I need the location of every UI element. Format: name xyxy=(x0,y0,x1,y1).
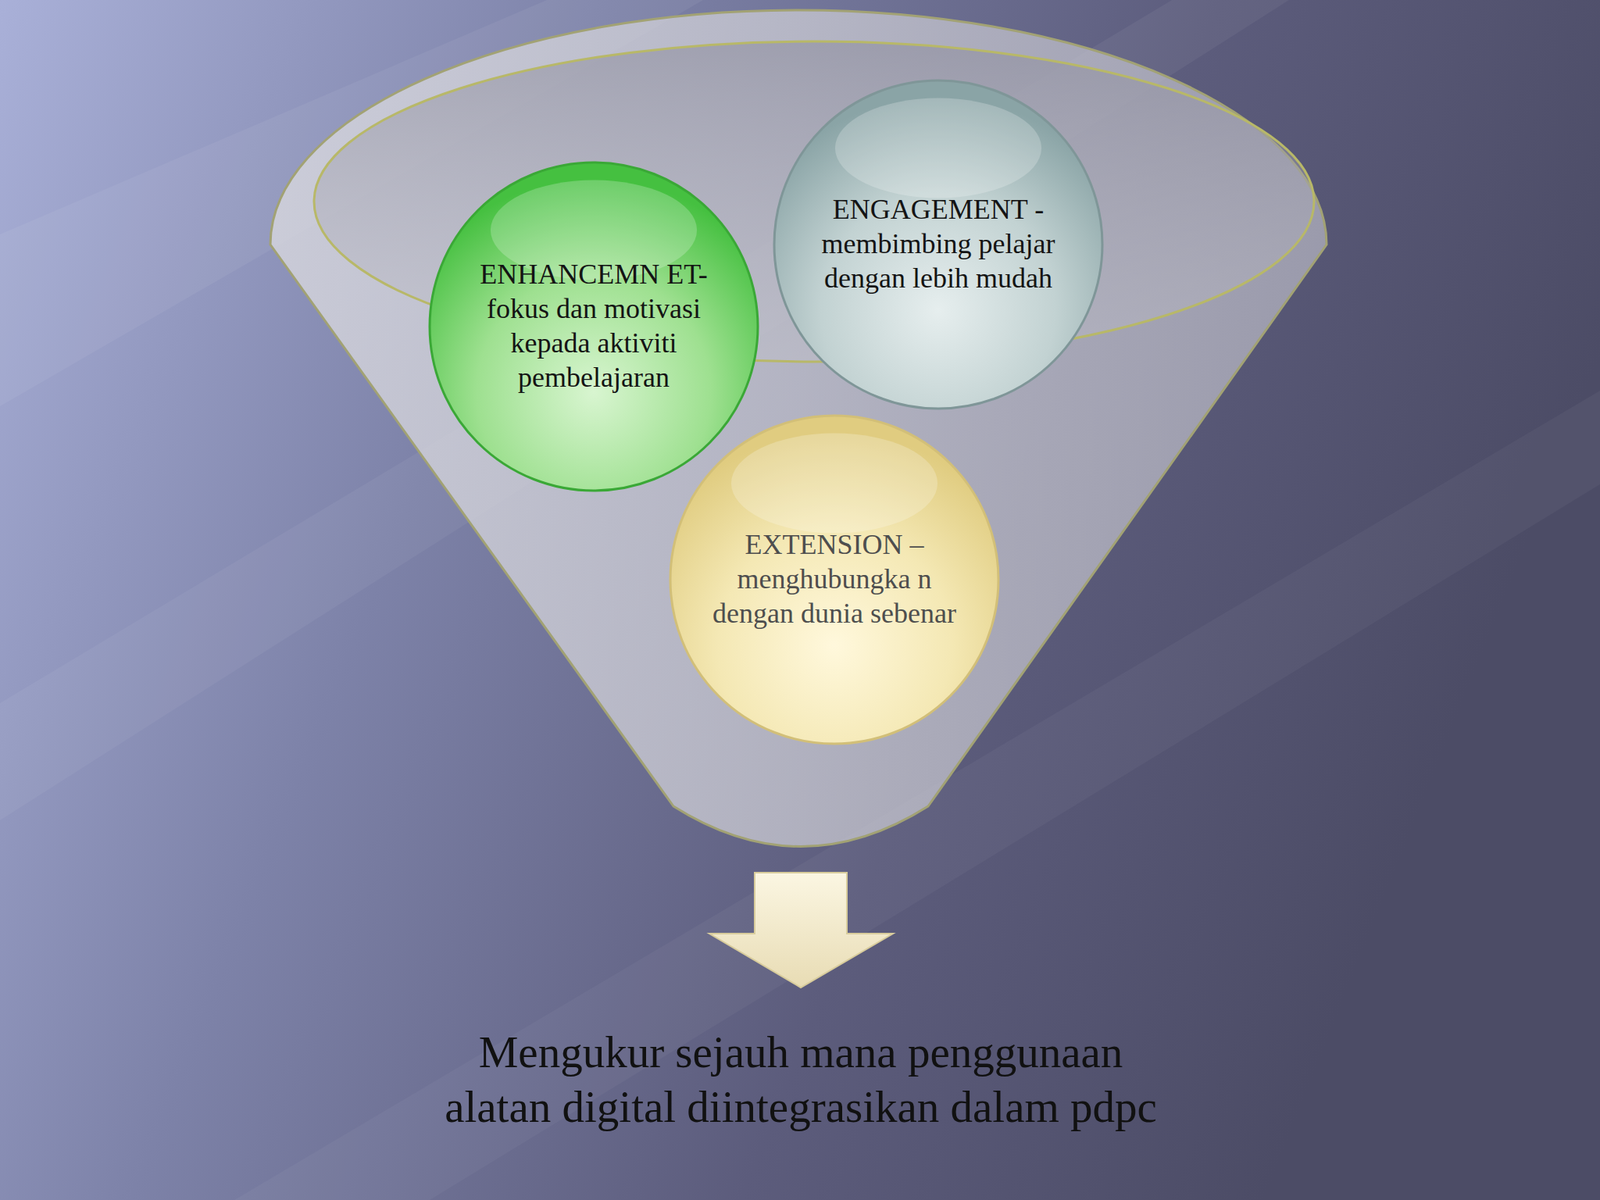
down-arrow xyxy=(709,872,893,988)
circle-text-box: EXTENSION – menghubungka n dengan dunia … xyxy=(701,433,968,727)
circle-node: EXTENSION – menghubungka n dengan dunia … xyxy=(667,413,1001,747)
caption: Mengukur sejauh mana penggunaan alatan d… xyxy=(292,1025,1309,1134)
node-label: EXTENSION – menghubungka n dengan dunia … xyxy=(701,528,968,632)
circle-text-box: ENHANCEMN ET- fokus dan motivasi kepada … xyxy=(460,180,728,474)
circle-shape xyxy=(427,160,761,493)
circle-node: ENGAGEMENT -membimbing pelajar dengan le… xyxy=(771,78,1105,411)
circle-text-box: ENGAGEMENT -membimbing pelajar dengan le… xyxy=(805,98,1072,392)
node-label: ENHANCEMN ET- fokus dan motivasi kepada … xyxy=(460,257,728,396)
node-label: ENGAGEMENT -membimbing pelajar dengan le… xyxy=(805,192,1072,297)
circle-node: ENHANCEMN ET- fokus dan motivasi kepada … xyxy=(427,160,761,493)
